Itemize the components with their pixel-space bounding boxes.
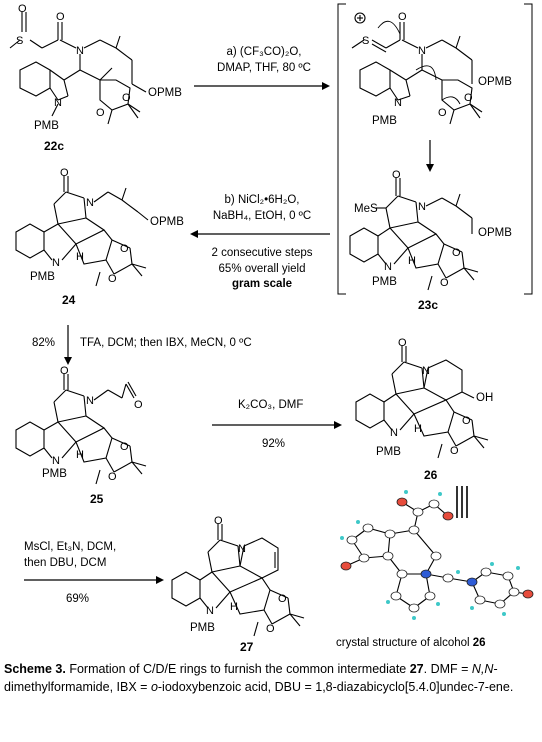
compound-label-23c: 23c <box>418 298 439 312</box>
step4-yield: 92% <box>262 438 286 450</box>
structure-thionium-intermediate: S O N N O O <box>351 11 483 125</box>
svg-text:O: O <box>392 169 401 181</box>
pmb-label-22c: PMB <box>34 120 59 132</box>
reaction-arrow-down-bracket <box>426 140 434 172</box>
reaction-arrow-25-to-26 <box>212 421 342 429</box>
svg-text:H: H <box>76 449 84 461</box>
svg-text:N: N <box>238 543 246 555</box>
structure-22c: S O O N N O O <box>9 3 147 125</box>
pmb-label-intermediate: PMB <box>372 115 397 127</box>
svg-text:O: O <box>214 515 223 527</box>
step-a-conditions: a) (CF₃CO)₂O, DMAP, THF, 80 ºC <box>217 46 311 74</box>
compound-label-22c: 22c <box>44 139 65 153</box>
pmb-label-24: PMB <box>30 271 55 283</box>
svg-text:H: H <box>408 255 416 267</box>
opmb-label-24: OPMB <box>150 216 184 228</box>
pmb-label-26: PMB <box>376 446 401 458</box>
svg-text:O: O <box>18 3 27 15</box>
svg-text:O: O <box>108 471 117 483</box>
svg-text:N: N <box>394 97 402 109</box>
gram-scale-label: gram scale <box>231 278 293 291</box>
svg-text:O: O <box>96 107 105 119</box>
reaction-arrow-b <box>190 230 330 238</box>
svg-text:O: O <box>398 337 407 349</box>
step5-yield: 69% <box>66 593 90 605</box>
compound-label-26: 26 <box>424 468 438 482</box>
svg-text:O: O <box>60 167 69 179</box>
intermediate-bracket <box>337 3 533 295</box>
svg-text:N: N <box>86 395 94 407</box>
svg-text:O: O <box>450 445 459 457</box>
svg-text:N: N <box>384 261 392 273</box>
svg-text:N: N <box>54 97 62 109</box>
svg-text:O: O <box>120 441 129 453</box>
svg-text:N: N <box>76 45 84 57</box>
svg-text:O: O <box>108 273 117 285</box>
scheme-caption: Scheme 3. Formation of C/D/E rings to fu… <box>4 662 514 695</box>
step5-conditions: MsCl, Et₃N, DCM, then DBU, DCM <box>24 541 117 569</box>
oh-label-26: OH <box>476 392 494 404</box>
svg-text:O: O <box>438 107 447 119</box>
step-b-summary: 2 consecutive steps 65% overall yield gr… <box>196 246 328 293</box>
svg-text:N: N <box>418 45 426 57</box>
structure-26: O N N H O O <box>355 337 489 459</box>
svg-text:H: H <box>414 423 422 435</box>
svg-text:N: N <box>422 365 430 377</box>
structure-23c: O N N H O O <box>349 169 479 291</box>
pmb-label-27: PMB <box>190 622 215 634</box>
svg-text:O: O <box>462 415 471 427</box>
svg-text:O: O <box>266 623 275 635</box>
svg-text:O: O <box>452 247 461 259</box>
opmb-label-intermediate: OPMB <box>478 76 512 88</box>
step3-yield: 82% <box>32 337 56 349</box>
svg-text:N: N <box>52 455 60 467</box>
svg-text:O: O <box>464 92 473 104</box>
opmb-label-22c: OPMB <box>148 87 182 99</box>
crystal-structure-caption: crystal structure of alcohol 26 <box>336 637 486 649</box>
step4-reagents: K₂CO₃, DMF <box>238 399 304 411</box>
structure-27: O N N H O O <box>171 515 305 637</box>
compound-label-27: 27 <box>240 640 254 654</box>
pmb-label-25: PMB <box>42 468 67 480</box>
svg-text:H: H <box>76 251 84 263</box>
reaction-arrow-a <box>194 82 330 90</box>
equivalence-symbol <box>456 486 468 518</box>
pmb-label-23c: PMB <box>372 276 397 288</box>
svg-text:O: O <box>122 92 131 104</box>
svg-text:O: O <box>440 277 449 289</box>
reaction-arrow-24-to-25 <box>64 325 72 365</box>
svg-text:O: O <box>60 365 69 377</box>
step3-reagents: TFA, DCM; then IBX, MeCN, 0 ºC <box>80 337 252 349</box>
compound-label-25: 25 <box>90 492 104 506</box>
svg-text:S: S <box>362 35 369 47</box>
svg-text:H: H <box>230 601 238 613</box>
svg-text:N: N <box>206 605 214 617</box>
compound-label-24: 24 <box>62 293 76 307</box>
svg-text:S: S <box>16 35 23 47</box>
opmb-label-23c: OPMB <box>478 227 512 239</box>
step-b-conditions: b) NiCl₂•6H₂O, NaBH₄, EtOH, 0 ºC <box>212 194 312 222</box>
structure-24: O N N H O O <box>15 167 149 287</box>
structure-25: O N O N H O O <box>15 365 147 485</box>
svg-text:N: N <box>52 257 60 269</box>
crystal-structure-image <box>340 490 534 620</box>
svg-text:O: O <box>134 399 143 411</box>
svg-text:N: N <box>418 201 426 213</box>
svg-text:O: O <box>56 11 65 23</box>
svg-text:O: O <box>278 593 287 605</box>
svg-text:N: N <box>390 427 398 439</box>
svg-text:O: O <box>120 243 129 255</box>
mes-label-23c: MeS <box>354 203 378 215</box>
svg-text:N: N <box>86 197 94 209</box>
reaction-arrow-to-27 <box>24 576 164 584</box>
svg-text:O: O <box>398 11 407 23</box>
